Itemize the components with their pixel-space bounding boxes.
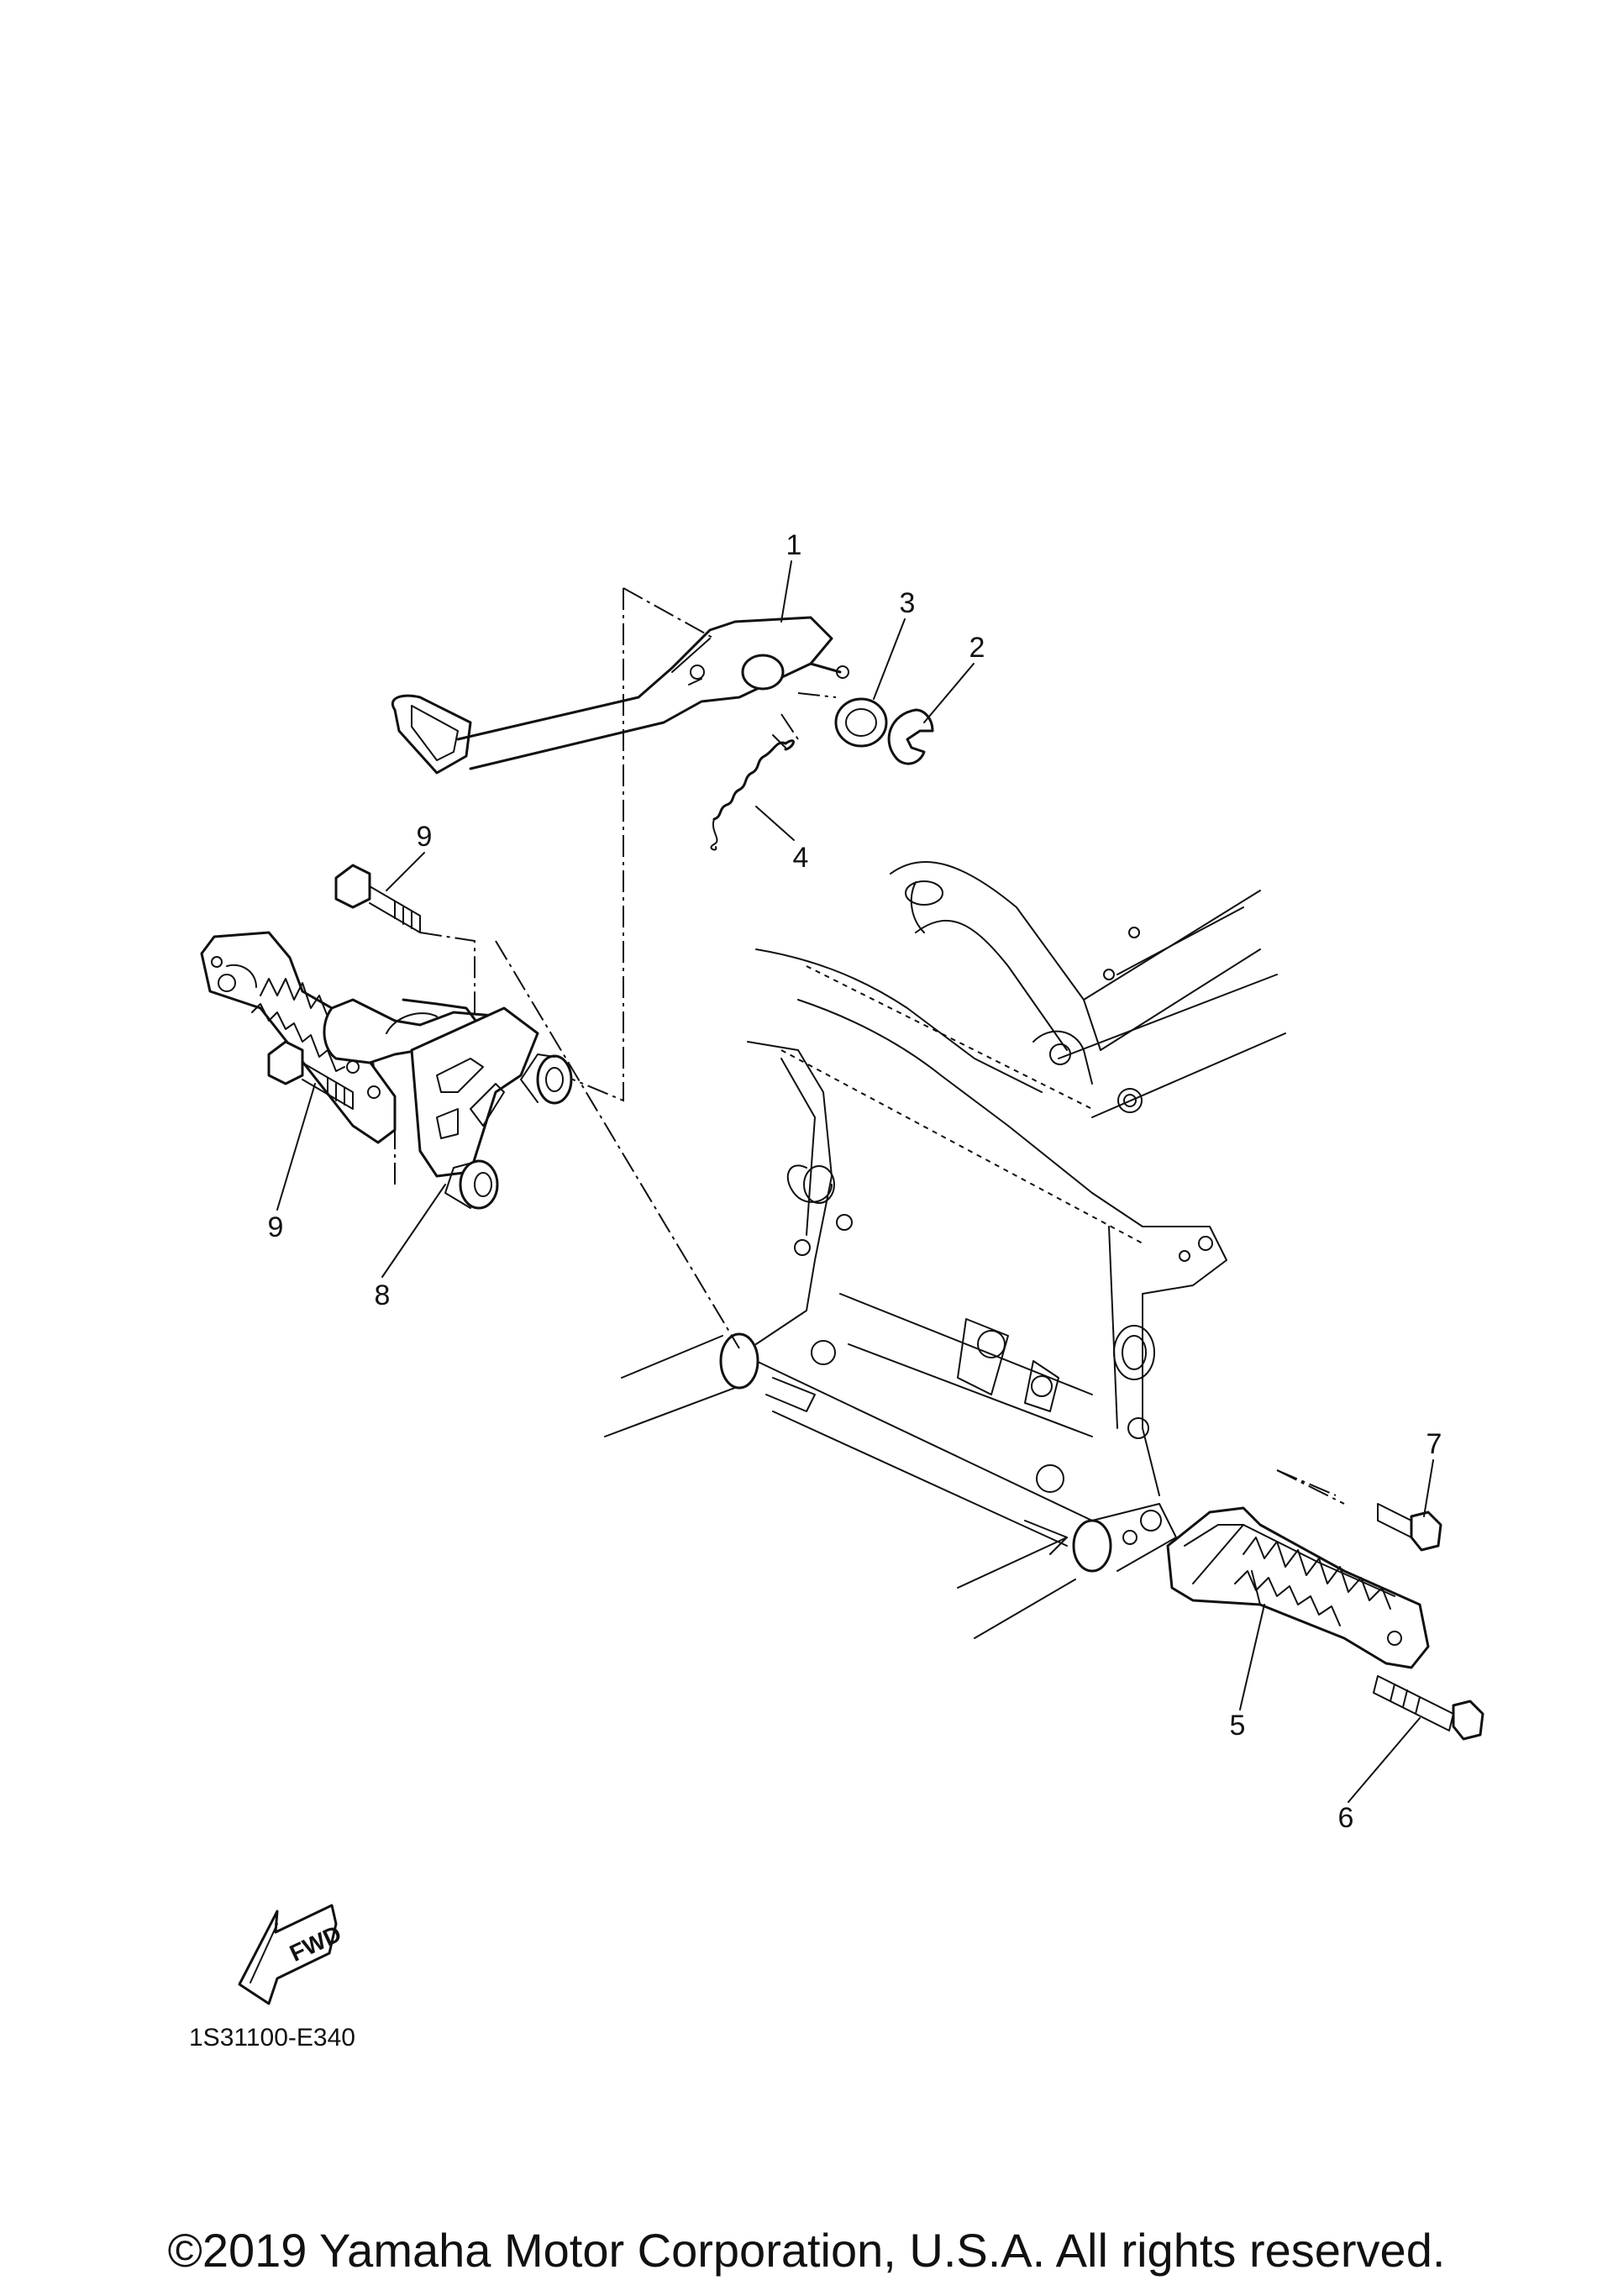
- callout-1: 1: [786, 529, 802, 561]
- footrest-bracket-part-8: [200, 931, 573, 1210]
- frame-assembly: [604, 861, 1286, 1639]
- fwd-arrow-icon: FWD: [238, 1904, 345, 2005]
- bolt-part-9-lower: [267, 1040, 354, 1110]
- callout-numbers: 1 2 3 4 5 6 7 8 9 9: [268, 529, 1442, 1834]
- callout-9-upper: 9: [417, 821, 433, 853]
- assembly-leader-lines: [394, 587, 1370, 1647]
- circlip-part-2: [887, 708, 934, 765]
- callout-2: 2: [969, 632, 985, 664]
- callout-4: 4: [793, 842, 809, 874]
- callout-3: 3: [900, 587, 916, 619]
- diagram-code: 1S31100-E340: [189, 2024, 355, 2052]
- bolt-part-6: [1373, 1675, 1484, 1741]
- brake-pedal-part-1: [391, 616, 849, 775]
- bolt-part-7: [1377, 1503, 1442, 1552]
- callout-8: 8: [375, 1279, 391, 1311]
- bolt-part-9-upper: [334, 864, 421, 933]
- return-spring-part-4: [710, 734, 795, 851]
- callout-9-lower: 9: [268, 1211, 284, 1243]
- callout-5: 5: [1230, 1710, 1246, 1742]
- callout-7: 7: [1426, 1428, 1442, 1460]
- footrest-part-5: [1166, 1506, 1430, 1669]
- callout-6: 6: [1338, 1802, 1354, 1834]
- washer-part-3: [834, 697, 888, 748]
- callout-leaders: [276, 560, 1434, 1803]
- copyright-notice: ©2019 Yamaha Motor Corporation, U.S.A. A…: [167, 2224, 1446, 2277]
